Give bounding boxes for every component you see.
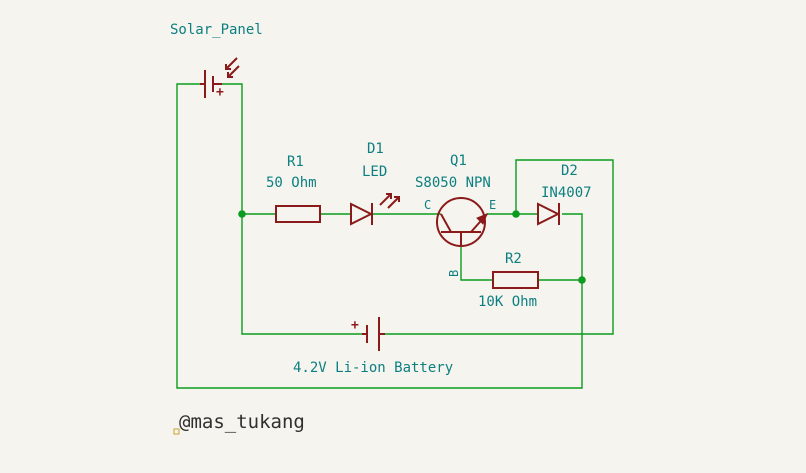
q1-pin-b: B — [447, 270, 461, 277]
r1-value: 50 Ohm — [266, 175, 317, 191]
d1-led-symbol — [350, 193, 400, 226]
junction-left-node — [238, 210, 246, 218]
battery-value: 4.2V Li-ion Battery — [293, 360, 453, 376]
r2-value: 10K Ohm — [478, 294, 537, 310]
q1-ref: Q1 — [450, 153, 467, 169]
solar-panel-plus: + — [216, 85, 224, 100]
d2-value: IN4007 — [541, 185, 592, 201]
r2-ref: R2 — [505, 251, 522, 267]
q1-pin-e: E — [489, 198, 496, 212]
led-emission-arrows-icon — [379, 193, 400, 209]
r2-resistor — [492, 271, 539, 289]
wire-solar-left — [176, 83, 583, 389]
battery-plus: + — [351, 318, 359, 333]
q1-value: S8050 NPN — [415, 175, 491, 191]
d2-ref: D2 — [561, 163, 578, 179]
solar-panel-symbol — [200, 57, 240, 98]
junction-right-node — [578, 276, 586, 284]
battery-symbol — [362, 317, 385, 351]
d1-value: LED — [362, 164, 387, 180]
wire-node-battery — [241, 214, 362, 335]
anchor-marker — [173, 428, 180, 435]
r1-ref: R1 — [287, 154, 304, 170]
r1-resistor — [275, 205, 321, 223]
wire-d2-out — [562, 213, 583, 280]
wire-q1b-r2 — [460, 244, 493, 281]
q1-pin-c: C — [424, 198, 431, 212]
junction-emitter-node — [512, 210, 520, 218]
light-arrows-icon — [225, 57, 240, 78]
watermark-handle: @mas_tukang — [179, 411, 305, 433]
wire-e-loop — [385, 159, 614, 335]
solar-panel-ref: Solar_Panel — [170, 22, 263, 38]
d2-diode-symbol — [537, 202, 561, 226]
d1-ref: D1 — [367, 141, 384, 157]
q1-transistor-symbol — [436, 197, 488, 247]
wire-solar-right — [222, 83, 243, 214]
wires — [176, 83, 614, 389]
